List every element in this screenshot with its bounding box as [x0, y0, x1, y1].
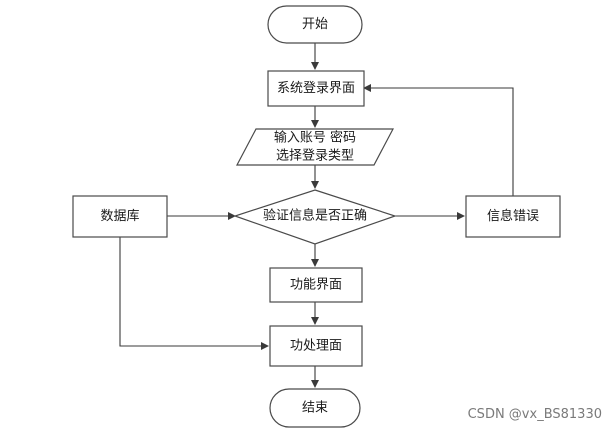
input-parallelogram — [236, 128, 394, 166]
login-screen-label: 系统登录界面 — [277, 81, 355, 96]
process-screen-box — [269, 325, 363, 367]
function-screen-box — [269, 267, 363, 303]
verify-decision-label: 验证信息是否正确 — [263, 208, 367, 224]
end-terminator — [269, 388, 361, 428]
login-screen-box — [267, 70, 365, 107]
watermark: CSDN @vx_BS81330 — [467, 407, 602, 422]
edge-database-to-process — [119, 237, 269, 350]
input-label-line1: 输入账号 密码 — [274, 130, 356, 146]
edge-error-to-login — [363, 84, 514, 196]
database-label: 数据库 — [100, 208, 139, 224]
error-label: 信息错误 — [487, 208, 539, 224]
function-screen-label: 功能界面 — [290, 278, 342, 293]
verify-decision-diamond — [233, 189, 397, 245]
input-label-line2: 选择登录类型 — [276, 149, 354, 164]
process-screen-label: 功处理面 — [290, 339, 342, 354]
database-box — [72, 195, 168, 238]
error-box — [465, 195, 561, 238]
start-label: 开始 — [302, 17, 328, 32]
end-label: 结束 — [302, 401, 328, 416]
start-terminator — [267, 5, 363, 44]
